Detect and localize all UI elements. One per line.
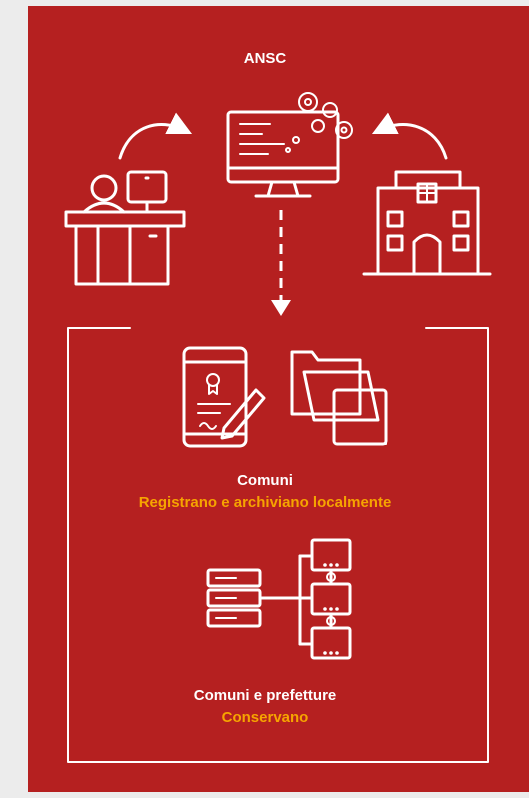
ansc-label: ANSC [243,50,287,67]
computer-gears-icon [226,92,353,198]
curved-arrow-left [118,112,193,160]
desk-clerk-icon [64,170,186,286]
down-arrowhead [271,300,291,316]
server-network-icon [206,538,352,660]
frame-box [67,327,489,763]
municipalities-title: Comuni [237,472,293,489]
curved-arrow-right [371,112,448,160]
municipalities-action: Registrano e archiviano localmente [138,494,392,511]
folders-icon [290,350,388,446]
diagram-panel [28,6,529,792]
prefectures-action: Conservano [221,709,309,726]
prefectures-title: Comuni e prefetture [193,687,337,704]
tablet-certificate-icon [182,346,266,448]
town-hall-icon [362,170,492,276]
